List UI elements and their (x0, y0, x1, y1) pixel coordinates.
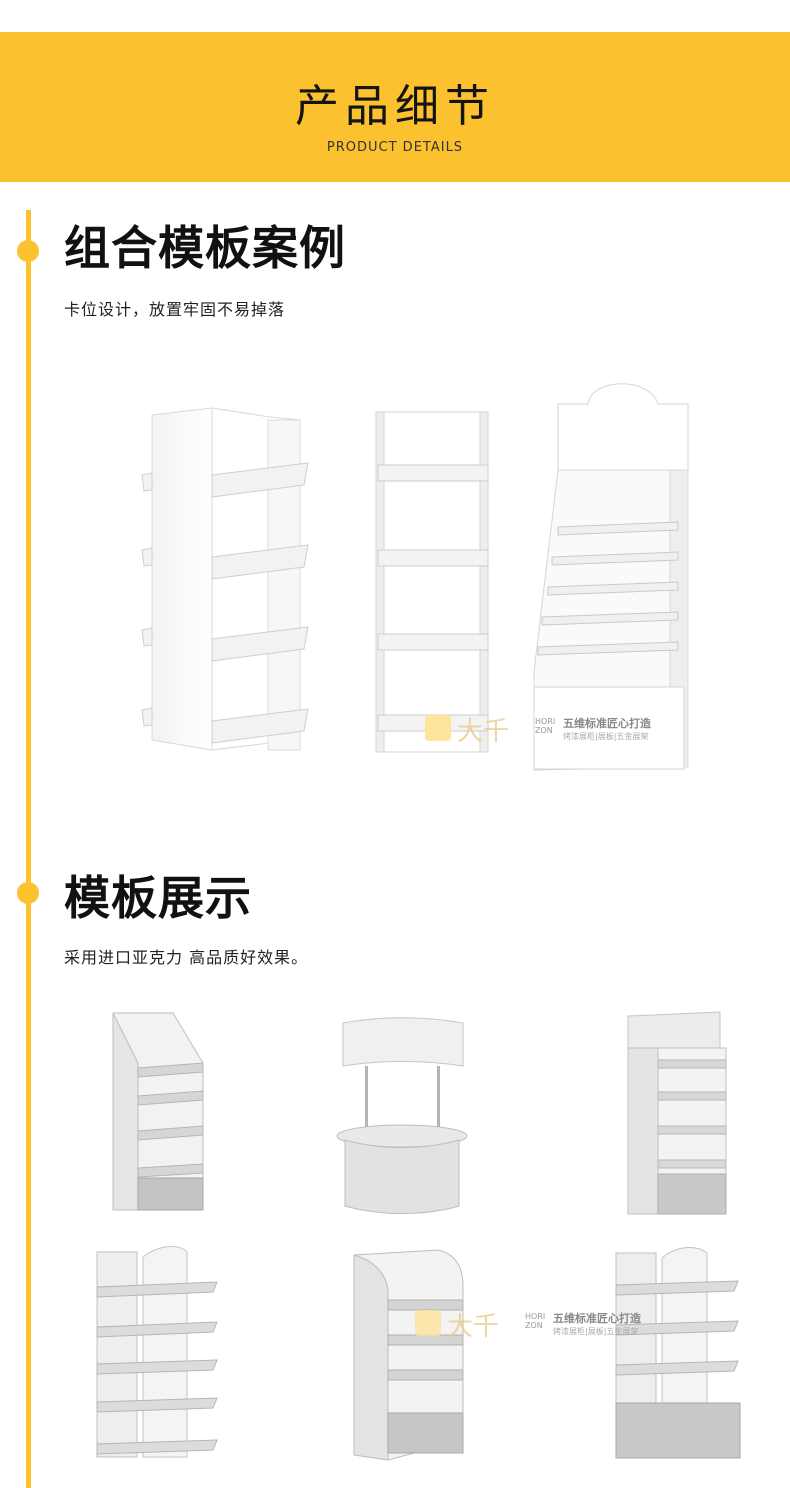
watermark-tagline: 烤漆展柜|展板|五金展架 (553, 1327, 639, 1336)
watermark-brand: HORI ZON (535, 717, 556, 735)
watermark-logo-text: 大千 (447, 1312, 500, 1342)
section-desc-combination: 卡位设计，放置牢固不易掉落 (64, 300, 286, 319)
display-rack-image-2 (375, 411, 489, 753)
display-rack-image-1 (141, 407, 309, 751)
template-image-1 (112, 1012, 204, 1211)
template-image-5 (353, 1249, 464, 1461)
template-image-3 (627, 1011, 727, 1215)
section-title-templates: 模板展示 (64, 871, 252, 925)
display-rack-image-3 (533, 383, 689, 771)
template-image-6 (615, 1247, 741, 1459)
watermark-slogan: 五维标准匠心打造 (553, 1312, 641, 1325)
timeline-dot-icon (17, 882, 39, 904)
logo-icon (415, 1310, 441, 1336)
timeline-dot-icon (17, 240, 39, 262)
watermark-brand: HORI ZON (525, 1312, 546, 1330)
logo-icon (425, 715, 451, 741)
watermark-logo-text: 大千 (457, 717, 510, 747)
header-banner: 产品细节 PRODUCT DETAILS (0, 32, 790, 182)
section-title-combination: 组合模板案例 (64, 221, 346, 275)
template-image-4 (96, 1246, 218, 1458)
watermark: 大千 HORI ZON 五维标准匠心打造 烤漆展柜|展板|五金展架 (415, 1300, 675, 1345)
page-title: 产品细节 (295, 81, 495, 132)
watermark: 大千 HORI ZON 五维标准匠心打造 烤漆展柜|展板|五金展架 (425, 705, 685, 750)
page-subtitle: PRODUCT DETAILS (326, 140, 464, 155)
section-desc-templates: 采用进口亚克力 高品质好效果。 (64, 948, 309, 967)
watermark-tagline: 烤漆展柜|展板|五金展架 (563, 732, 649, 741)
template-image-2 (336, 1017, 468, 1214)
watermark-slogan: 五维标准匠心打造 (563, 717, 651, 730)
timeline-line (26, 210, 31, 1488)
